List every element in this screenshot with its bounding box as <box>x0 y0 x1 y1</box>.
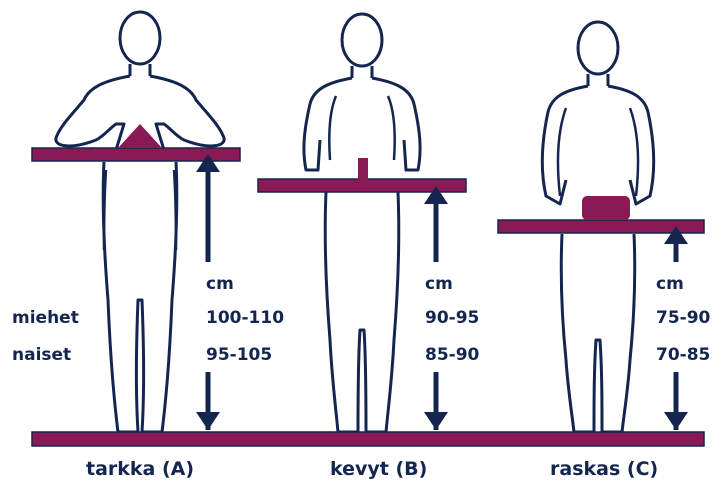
women-height-b: 85-90 <box>425 345 479 365</box>
caption-c: raskas (C) <box>550 458 658 480</box>
unit-label-c: cm <box>656 274 684 294</box>
person-a-figure <box>56 12 224 432</box>
women-height-c: 70-85 <box>656 345 710 365</box>
person-b-figure <box>304 14 420 432</box>
women-height-a: 95-105 <box>206 345 272 365</box>
unit-label-a: cm <box>206 274 234 294</box>
workpiece-a <box>118 124 162 148</box>
men-height-b: 90-95 <box>425 308 479 328</box>
workpiece-c <box>582 196 630 220</box>
men-row-label: miehet <box>12 308 79 328</box>
men-height-c: 75-90 <box>656 308 710 328</box>
floor-bar <box>32 432 704 446</box>
women-row-label: naiset <box>12 345 71 365</box>
workpiece-b <box>358 158 368 180</box>
men-height-a: 100-110 <box>206 308 284 328</box>
unit-label-b: cm <box>425 274 453 294</box>
height-arrow-c <box>664 226 688 430</box>
caption-a: tarkka (A) <box>86 458 194 480</box>
caption-b: kevyt (B) <box>330 458 427 480</box>
